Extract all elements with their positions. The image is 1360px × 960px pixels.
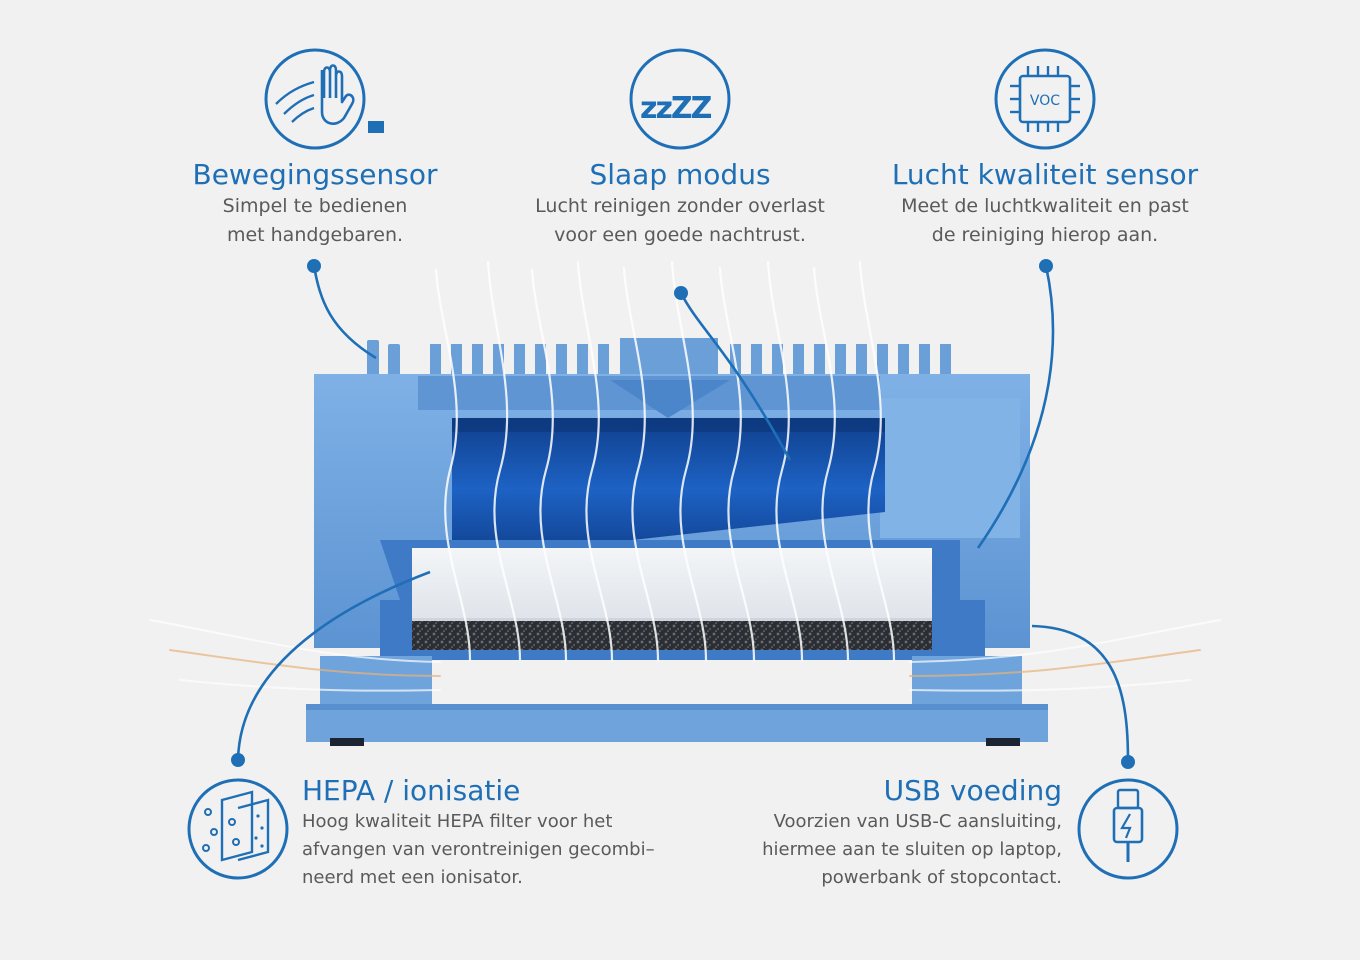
feature-air-quality: Lucht kwaliteit sensor Meet de luchtkwal…	[866, 158, 1224, 250]
feature-air-quality-desc: Meet de luchtkwaliteit en past de reinig…	[901, 195, 1189, 246]
zzz-icon-text: zzZZ	[640, 91, 712, 126]
callout-dots	[231, 259, 1135, 769]
feature-hepa: HEPA / ionisatie Hoog kwaliteit HEPA fil…	[302, 774, 702, 892]
top-vent-fins	[367, 338, 951, 378]
feature-usb-title: USB voeding	[883, 774, 1062, 807]
feature-sleep-title: Slaap modus	[589, 158, 771, 191]
feature-hepa-desc: Hoog kwaliteit HEPA filter voor het afva…	[302, 811, 655, 888]
airflow-lines	[434, 260, 896, 662]
leader-usb	[1031, 624, 1130, 763]
feature-usb-desc: Voorzien van USB-C aansluiting, hiermee …	[762, 811, 1062, 888]
purifier-device	[306, 338, 1048, 746]
feature-sleep-desc: Lucht reinigen zonder overlast voor een …	[535, 195, 825, 246]
device-base	[306, 704, 1048, 742]
zzz-icon: zzZZ	[629, 48, 731, 150]
feature-motion: Bewegingssensor Simpel te bedienen met h…	[175, 158, 455, 250]
side-intake-stacks	[320, 656, 1022, 704]
feature-motion-desc: Simpel te bedienen met handgebaren.	[222, 195, 408, 246]
leader-hepa	[236, 570, 431, 761]
voc-icon-text: VOC	[1030, 93, 1060, 109]
leader-air	[976, 265, 1055, 549]
side-intake-flow	[149, 619, 1221, 692]
leader-motion	[312, 265, 377, 360]
carbon-filter-layer	[412, 620, 932, 650]
hepa-filter-layer	[412, 548, 932, 620]
feature-sleep: Slaap modus Lucht reinigen zonder overla…	[515, 158, 845, 250]
filter-layers-icon	[187, 778, 289, 880]
feature-hepa-title: HEPA / ionisatie	[302, 774, 521, 807]
feature-air-quality-title: Lucht kwaliteit sensor	[891, 158, 1199, 191]
leader-sleep	[679, 292, 792, 461]
callout-lines	[236, 265, 1130, 763]
hand-wave-icon	[264, 48, 384, 150]
voc-chip-icon: VOC	[994, 48, 1096, 150]
feature-motion-title: Bewegingssensor	[192, 158, 438, 191]
fan-cavity	[452, 418, 885, 560]
feature-usb: USB voeding Voorzien van USB-C aansluiti…	[700, 774, 1062, 892]
usb-plug-icon	[1077, 778, 1179, 880]
